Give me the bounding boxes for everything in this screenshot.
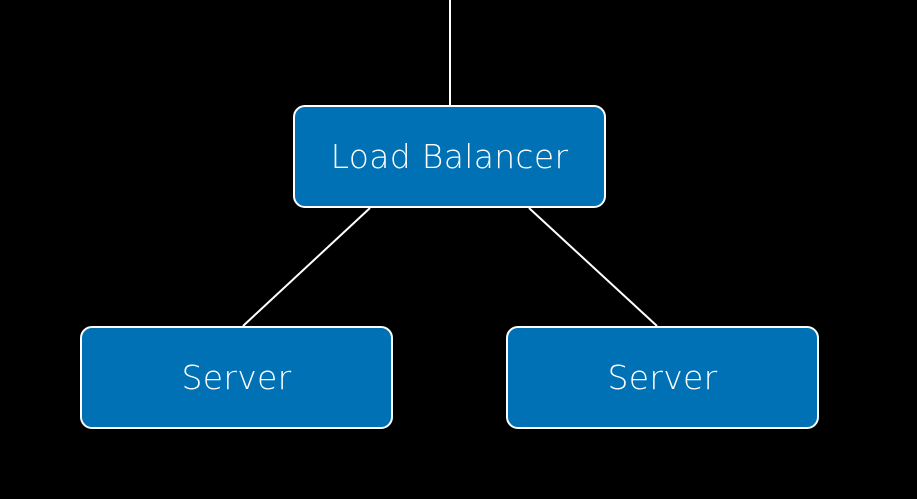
- server-node-left[interactable]: Server: [80, 326, 393, 429]
- connector-lb-to-server-right: [528, 207, 658, 327]
- load-balancer-node[interactable]: Load Balancer: [293, 105, 606, 208]
- server-right-label: Server: [607, 358, 718, 397]
- server-left-label: Server: [181, 358, 292, 397]
- load-balancer-label: Load Balancer: [330, 137, 569, 176]
- connector-lb-to-server-left: [242, 207, 371, 327]
- server-node-right[interactable]: Server: [506, 326, 819, 429]
